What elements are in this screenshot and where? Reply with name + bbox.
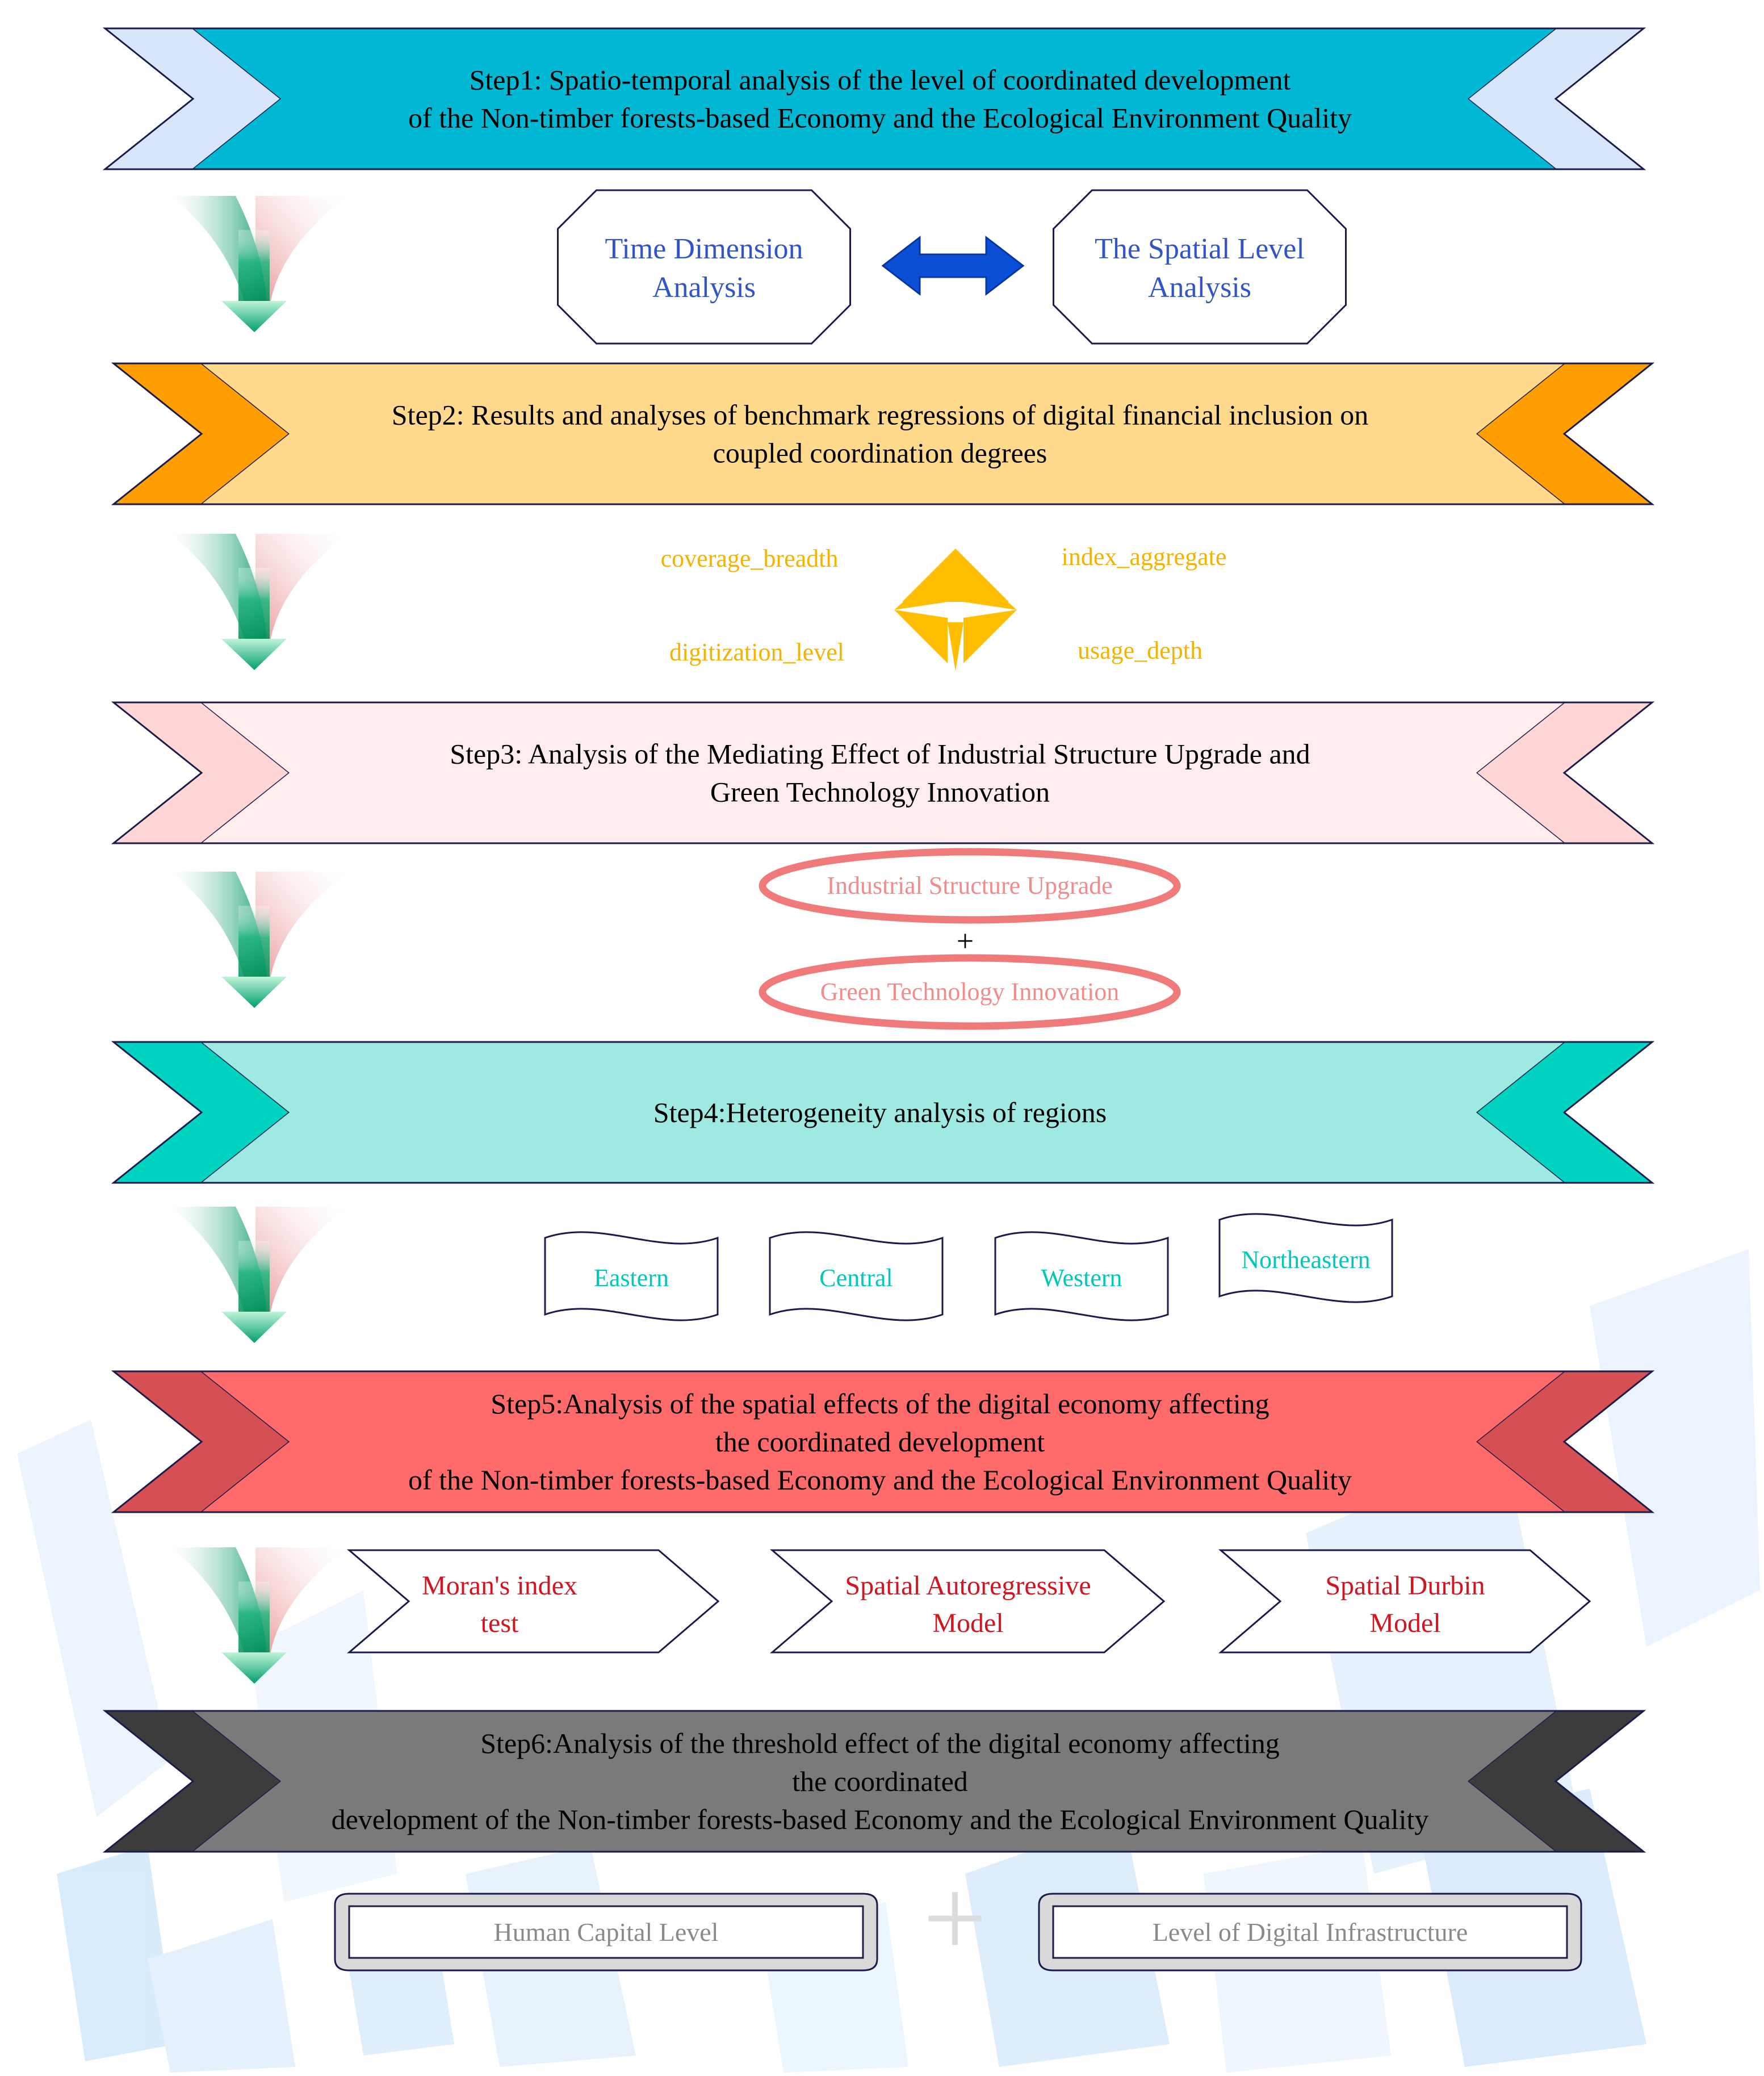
industrial-structure-upgrade-label: Industrial Structure Upgrade [827,872,1112,899]
region-label: Eastern [594,1264,669,1292]
index-aggregate-label: index_aggregate [1062,543,1227,571]
step1-title-line: of the Non-timber forests-based Economy … [408,102,1352,134]
step3-ribbon: Step3: Analysis of the Mediating Effect … [111,701,1655,844]
human-capital-box: Human Capital Level [334,1893,878,1972]
step2-ribbon: Step2: Results and analyses of benchmark… [111,362,1655,505]
step5-ribbon: Step5:Analysis of the spatial effects of… [111,1370,1655,1513]
step4-body [202,1042,1564,1183]
industrial-structure-upgrade-ellipse: Industrial Structure Upgrade [759,848,1181,924]
step1-title-line: Step1: Spatio-temporal analysis of the l… [470,64,1291,96]
step6-body [193,1711,1556,1852]
step4-ribbon: Step4:Heterogeneity analysis of regions [111,1041,1655,1184]
method-label-line: Moran's index [422,1571,577,1601]
step5-body [202,1371,1564,1512]
human-capital-box-label: Human Capital Level [494,1918,719,1947]
region-eastern-tag: Eastern [544,1231,719,1321]
green-technology-innovation-label: Green Technology Innovation [820,978,1119,1006]
plus-sign: + [957,924,974,958]
step6-title-line: the coordinated [792,1765,968,1797]
step2-title-line: coupled coordination degrees [713,437,1047,469]
box-label-line: Analysis [652,271,756,304]
coverage-breadth-label: coverage_breadth [661,545,839,572]
step1-body [193,28,1556,169]
digital-infrastructure-box: Level of Digital Infrastructure [1038,1893,1582,1972]
step6-title-line: development of the Non-timber forests-ba… [332,1803,1429,1835]
step6-ribbon: Step6:Analysis of the threshold effect o… [102,1710,1646,1853]
digital-infrastructure-box-label: Level of Digital Infrastructure [1153,1918,1468,1947]
down-arrow-icon [170,534,349,670]
step3-body [202,702,1564,843]
step2-title-line: Step2: Results and analyses of benchmark… [392,399,1368,431]
method-label-line: test [481,1608,519,1638]
down-arrow-icon [170,872,349,1008]
method-label-line: Model [932,1608,1003,1638]
down-arrow-icon [170,196,349,332]
double-headed-arrow-icon [881,235,1025,296]
down-arrow-icon [170,1207,349,1343]
step5-title-line: the coordinated development [715,1426,1045,1458]
step2-body [202,363,1564,504]
box-label-line: Time Dimension [605,233,803,265]
usage-depth-label: usage_depth [1078,637,1202,664]
step1-ribbon: Step1: Spatio-temporal analysis of the l… [102,27,1646,170]
step4-title-line: Step4:Heterogeneity analysis of regions [653,1096,1107,1128]
step5-title-line: Step5:Analysis of the spatial effects of… [491,1388,1269,1420]
region-label: Central [819,1264,893,1292]
green-technology-innovation-ellipse: Green Technology Innovation [759,954,1181,1030]
step6-title-line: Step6:Analysis of the threshold effect o… [480,1727,1280,1759]
plus-sign: + [923,1856,987,1981]
method-label-line: Spatial Autoregressive [845,1571,1091,1601]
down-arrow-icon [170,1547,349,1684]
step3-title-line: Step3: Analysis of the Mediating Effect … [450,738,1310,770]
region-label: Western [1041,1264,1122,1292]
digitization-level-label: digitization_level [669,638,844,666]
method-1-tag: Moran's index test [346,1549,720,1654]
four-triangle-diamond-icon [894,549,1017,671]
step3-title-line: Green Technology Innovation [710,776,1050,808]
step5-title-line: of the Non-timber forests-based Economy … [408,1464,1352,1496]
region-label: Northeastern [1241,1246,1370,1274]
region-northeastern-tag: Northeastern [1218,1213,1393,1303]
region-central-tag: Central [769,1231,944,1321]
region-western-tag: Western [994,1231,1169,1321]
box-label-line: Analysis [1148,271,1251,304]
method-label-line: Model [1369,1608,1440,1638]
box-label-line: The Spatial Level [1095,233,1305,265]
method-label-line: Spatial Durbin [1325,1571,1485,1601]
